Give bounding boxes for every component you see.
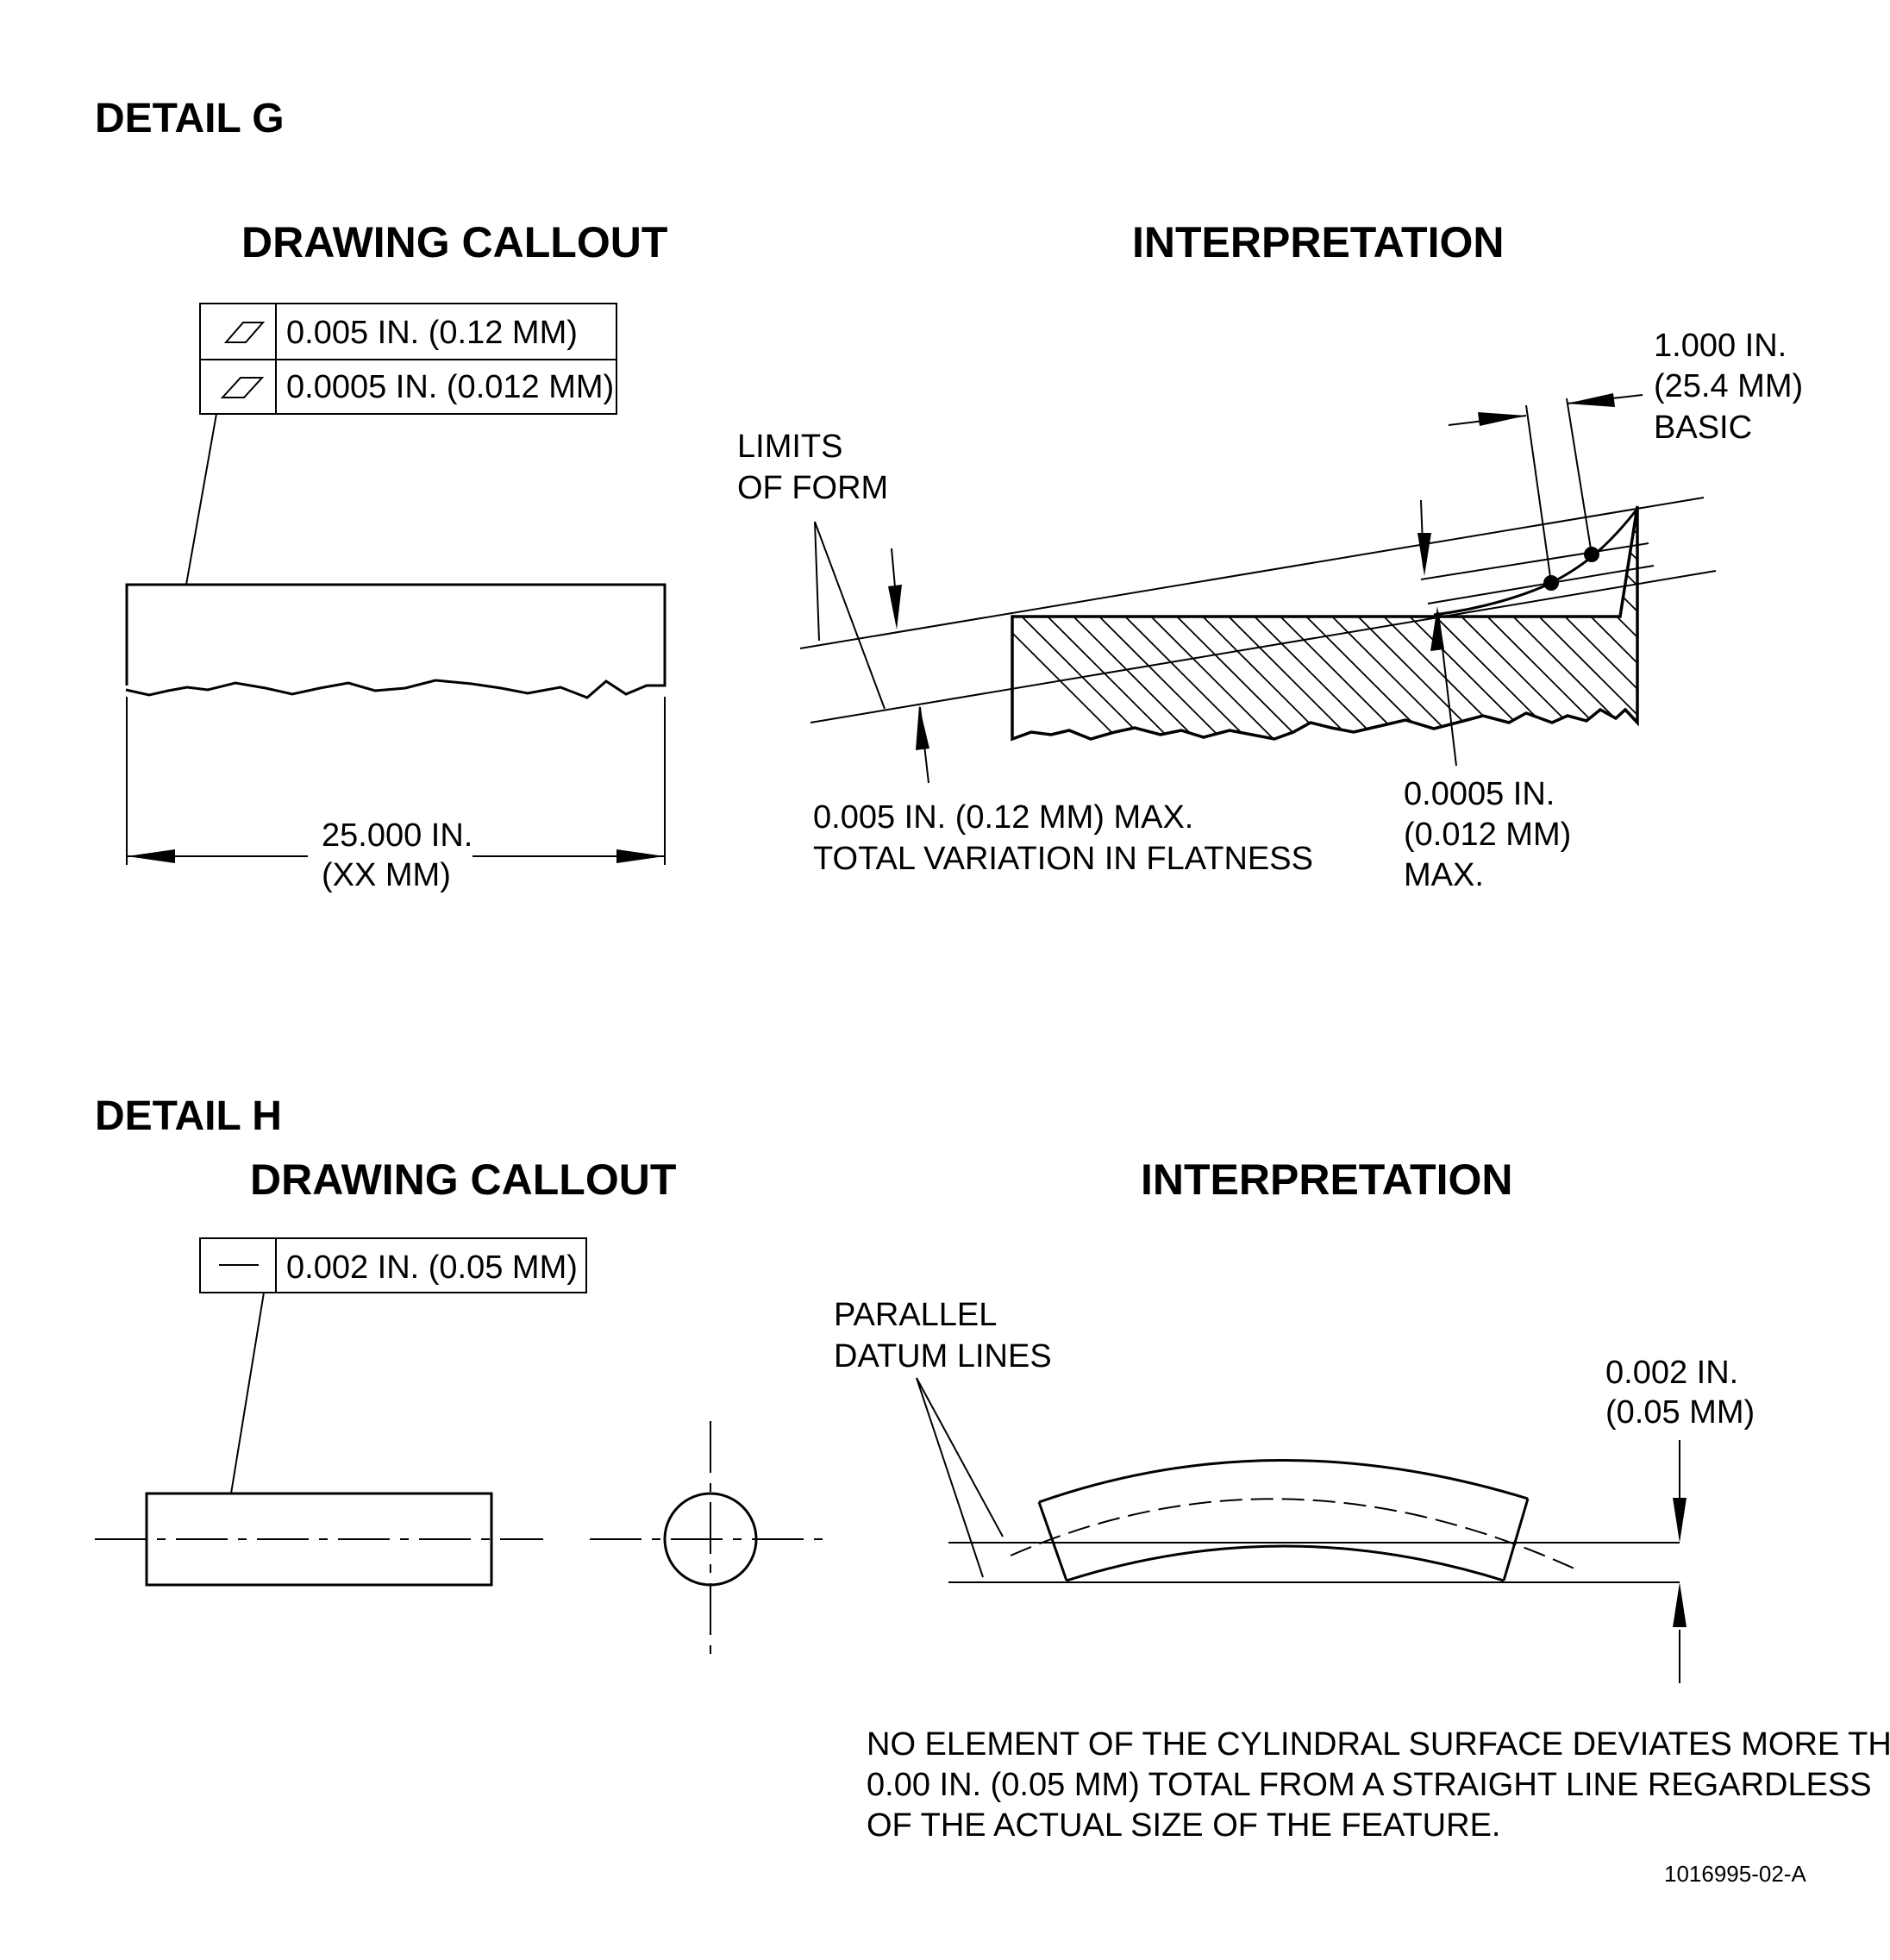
hatch-line: [1586, 506, 1637, 739]
detail-h-tolerance-value: 0.002 IN.: [1605, 1355, 1738, 1391]
detail-g-hatched-section: [1011, 483, 1890, 759]
hatch-line: [1172, 506, 1449, 739]
detail-g-total-value: 0.005 IN. (0.12 MM) MAX.: [813, 799, 1193, 836]
arrowhead-icon: [1567, 393, 1615, 407]
hatch-line: [1017, 506, 1294, 739]
arrowhead-icon: [916, 705, 929, 750]
detail-g-basic-value: 1.000 IN.: [1654, 328, 1787, 364]
arrowhead-icon: [1478, 412, 1526, 426]
detail-g-unit-metric: (0.012 MM): [1404, 817, 1571, 853]
detail-g-basic-label: BASIC: [1654, 410, 1752, 446]
hatch-line: [1012, 506, 1165, 739]
detail-g-length-metric: (XX MM): [322, 857, 451, 893]
arrowhead-icon: [1673, 1498, 1687, 1543]
detail-h-tolerance-metric: (0.05 MM): [1605, 1394, 1755, 1431]
detail-h-note-line-2: 0.00 IN. (0.05 MM) TOTAL FROM A STRAIGHT…: [867, 1767, 1872, 1803]
hatch-line: [1560, 506, 1637, 739]
arrowhead-icon: [127, 849, 175, 863]
detail-h-leader-line: [230, 1292, 265, 1494]
detail-g-limits-label-2: OF FORM: [737, 470, 888, 506]
detail-h-callout-heading: DRAWING CALLOUT: [250, 1155, 676, 1204]
hatch-line: [1068, 506, 1346, 739]
detail-g-callout-heading: DRAWING CALLOUT: [241, 218, 667, 266]
detail-g-basic-metric: (25.4 MM): [1654, 368, 1803, 404]
detail-g-frame-row2-value: 0.0005 IN. (0.012 MM): [286, 369, 614, 405]
hatch-line: [1012, 506, 1191, 739]
hatch-line: [1012, 506, 1242, 739]
hatch-line: [1664, 483, 1890, 759]
hatch-line: [1120, 506, 1398, 739]
hatch-line: [1012, 506, 1268, 739]
detail-h-title: DETAIL H: [95, 1093, 282, 1139]
detail-g-feature-control-frame: 0.005 IN. (0.12 MM) 0.0005 IN. (0.012 MM…: [199, 303, 617, 415]
arrowhead-icon: [1673, 1582, 1687, 1627]
detail-g-unit-max: MAX.: [1404, 857, 1484, 893]
hatch-line: [1223, 506, 1501, 739]
hatch-line: [1094, 506, 1372, 739]
hatch-line: [1042, 506, 1320, 739]
detail-g-total-label: TOTAL VARIATION IN FLATNESS: [813, 841, 1313, 877]
arrowhead-icon: [1418, 533, 1431, 576]
flatness-symbol-icon: [223, 322, 266, 343]
lower-limit-line: [810, 570, 1717, 723]
hatch-line: [1638, 483, 1890, 759]
hatch-line: [1612, 506, 1637, 739]
detail-h-parallel-label: PARALLEL: [834, 1297, 997, 1333]
detail-h-interpretation-heading: INTERPRETATION: [1141, 1155, 1512, 1204]
hatch-line: [1456, 506, 1637, 739]
arrowhead-icon: [1430, 606, 1444, 651]
detail-h-feature-control-frame: 0.002 IN. (0.05 MM): [199, 1237, 587, 1293]
arrowhead-icon: [888, 585, 902, 629]
hatch-line: [1198, 506, 1475, 739]
hatch-line: [1690, 483, 1890, 759]
hatch-line: [1012, 506, 1139, 739]
upper-limit-line: [799, 497, 1705, 649]
detail-g-interpretation-heading: INTERPRETATION: [1132, 218, 1504, 266]
flatness-symbol-icon: [220, 377, 265, 398]
detail-h-parallel-label-2: DATUM LINES: [834, 1338, 1052, 1375]
detail-g-frame-row1-value: 0.005 IN. (0.12 MM): [286, 315, 578, 351]
detail-g-plate: [125, 583, 667, 699]
detail-g-leader-line: [185, 413, 217, 585]
detail-h-note-line-1: NO ELEMENT OF THE CYLINDRAL SURFACE DEVI…: [867, 1726, 1890, 1763]
hatch-line: [1716, 483, 1890, 759]
detail-h-frame-value: 0.002 IN. (0.05 MM): [286, 1249, 578, 1286]
hatch-line: [1146, 506, 1424, 739]
hatch-line: [1508, 506, 1637, 739]
hatch-line: [1482, 506, 1637, 739]
detail-g-length-value: 25.000 IN.: [322, 817, 472, 854]
detail-h-note-line-3: OF THE ACTUAL SIZE OF THE FEATURE.: [867, 1807, 1500, 1844]
detail-g-title: DETAIL G: [95, 96, 285, 141]
detail-h-bent-cylinder: [1010, 1458, 1577, 1582]
arrowhead-icon: [616, 849, 665, 863]
figure-id: 1016995-02-A: [1664, 1861, 1806, 1887]
detail-g-limits-label: LIMITS: [737, 429, 842, 465]
detail-g-unit-value: 0.0005 IN.: [1404, 776, 1555, 812]
hatch-line: [1012, 506, 1217, 739]
